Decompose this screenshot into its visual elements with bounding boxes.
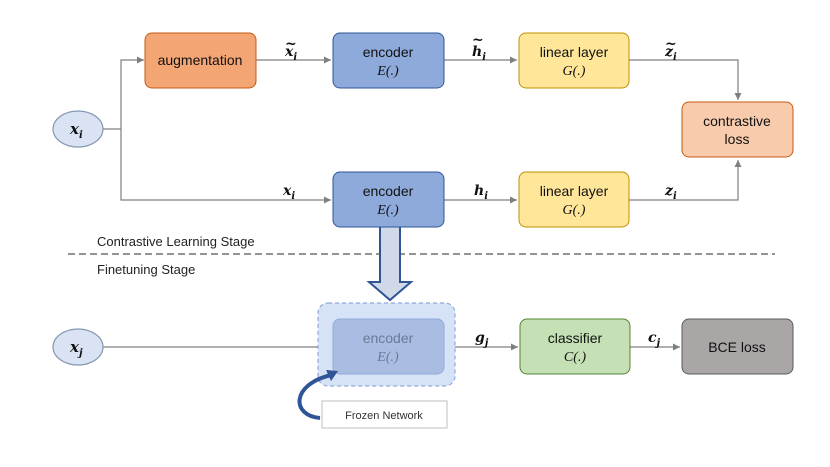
svg-text:xj: xj <box>69 338 83 359</box>
frozen-loop-arrow <box>297 373 332 420</box>
edge-label-c-j: cj <box>648 330 661 349</box>
edge-label-h-tilde-i: ~ hi <box>472 32 486 63</box>
linear-layer-orig-box: linear layer G(.) <box>518 171 630 228</box>
edge-label-h-i: hi <box>474 183 488 202</box>
svg-text:G(.): G(.) <box>563 203 586 218</box>
svg-text:BCE loss: BCE loss <box>708 339 766 355</box>
encoder-orig-box: encoder E(.) <box>332 171 445 228</box>
svg-text:encoder: encoder <box>363 44 414 60</box>
frozen-network-label-box <box>321 400 448 429</box>
svg-text:G(.): G(.) <box>563 64 586 79</box>
svg-text:~: ~ <box>285 36 297 52</box>
edge-label-z-tilde-i: ~ zi <box>664 36 677 63</box>
frozen-network-label: Frozen Network <box>345 410 423 422</box>
svg-text:C(.): C(.) <box>564 350 587 365</box>
input-node-xi: xi <box>52 110 104 148</box>
svg-text:xi: xi <box>284 44 297 63</box>
svg-text:E(.): E(.) <box>376 350 399 365</box>
svg-text:E(.): E(.) <box>376 203 399 218</box>
svg-text:linear layer: linear layer <box>540 183 609 199</box>
contrastive-loss-box: contrastive loss <box>681 101 794 158</box>
linear-layer-aug-box: linear layer G(.) <box>518 32 630 89</box>
stage-label-contrastive: Contrastive Learning Stage <box>97 234 255 249</box>
stage-label-finetuning: Finetuning Stage <box>97 262 195 277</box>
edge-label-x-tilde-i: ~ xi <box>284 36 297 63</box>
edge-linear-aug-to-loss <box>629 59 742 100</box>
svg-text:xi: xi <box>69 120 83 141</box>
edge-linear-to-loss <box>629 160 742 201</box>
svg-text:encoder: encoder <box>363 330 414 346</box>
svg-text:~: ~ <box>472 32 484 48</box>
edge-input-to-augmentation <box>120 56 144 129</box>
svg-text:zi: zi <box>664 44 677 63</box>
svg-text:hi: hi <box>472 44 486 63</box>
edge-input-to-encoder <box>120 129 331 204</box>
svg-text:augmentation: augmentation <box>158 52 243 68</box>
connectors <box>103 56 742 351</box>
svg-text:linear layer: linear layer <box>540 44 609 60</box>
edge-label-z-i: zi <box>664 183 677 202</box>
augmentation-box: augmentation <box>144 32 257 89</box>
edge-label-x-i: xi <box>282 183 295 202</box>
classifier-box: classifier C(.) <box>519 318 631 375</box>
transfer-arrow <box>366 225 414 302</box>
encoder-aug-box: encoder E(.) <box>332 32 445 89</box>
encoder-frozen-box: encoder E(.) <box>332 318 445 375</box>
input-node-xj: xj <box>52 328 104 366</box>
frozen-loop-arrowhead <box>326 370 338 381</box>
svg-text:encoder: encoder <box>363 183 414 199</box>
svg-text:E(.): E(.) <box>376 64 399 79</box>
svg-text:~: ~ <box>665 36 677 52</box>
edge-label-g-j: gj <box>475 330 489 349</box>
svg-text:loss: loss <box>725 131 750 147</box>
svg-text:contrastive: contrastive <box>703 113 771 129</box>
bce-loss-box: BCE loss <box>681 318 794 375</box>
svg-text:classifier: classifier <box>548 330 603 346</box>
